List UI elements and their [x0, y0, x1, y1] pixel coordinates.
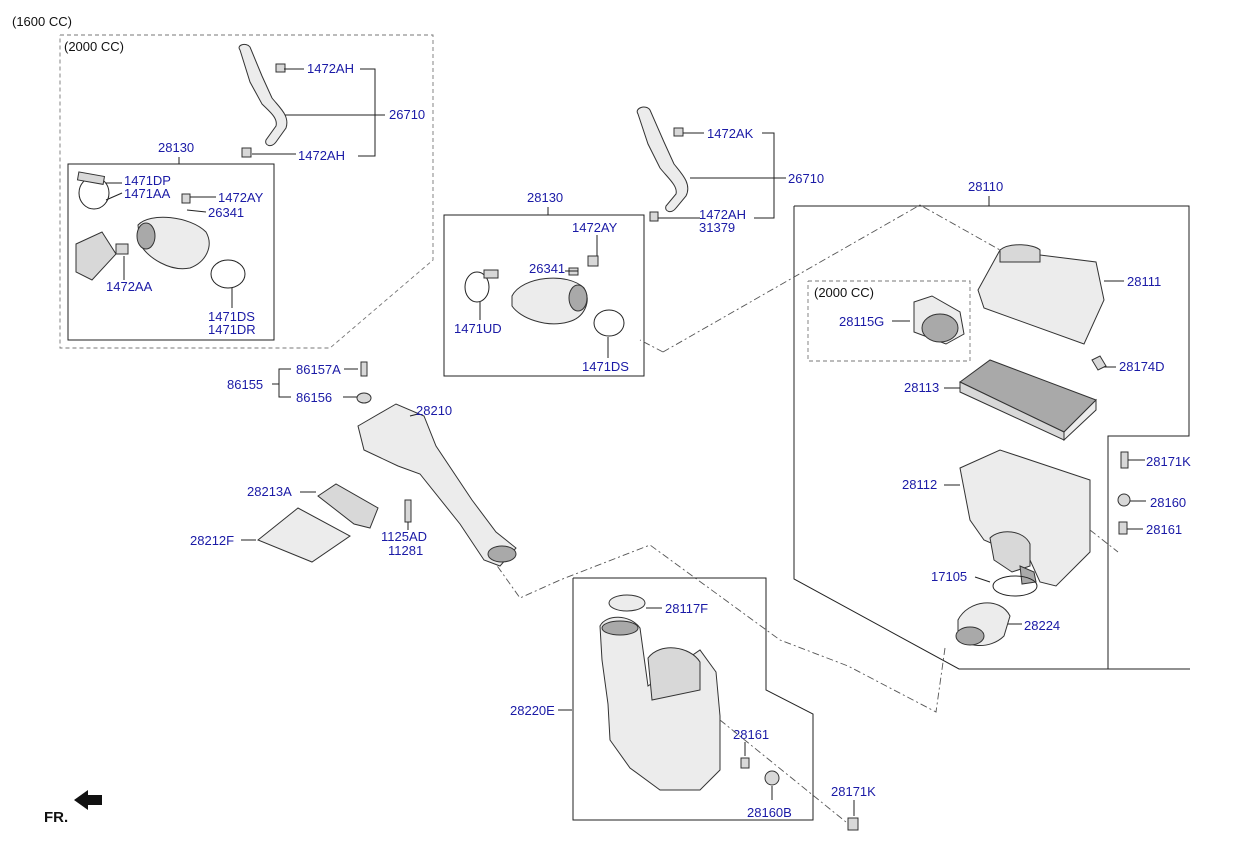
- front-direction-label: FR.: [44, 809, 68, 826]
- label-1471DR: 1471DR: [208, 322, 256, 337]
- label-28112: 28112: [902, 477, 937, 492]
- variant-2000cc-label: (2000 CC): [64, 39, 124, 54]
- intake-duct-28210: [357, 403, 517, 567]
- bolt-28171K-b: [847, 817, 859, 831]
- label-28171K-a: 28171K: [1146, 454, 1191, 469]
- label-1472AK: 1472AK: [707, 126, 754, 141]
- label-1472AH-b: 1472AH: [298, 148, 345, 163]
- grommet-86156: [356, 392, 372, 404]
- label-28130-a: 28130: [158, 140, 194, 155]
- grommet-28160: [1117, 493, 1131, 507]
- label-1472AY-b: 1472AY: [572, 220, 618, 235]
- label-28160: 28160: [1150, 495, 1186, 510]
- label-1472AH-a: 1472AH: [307, 61, 354, 76]
- breather-hose-b: [636, 106, 689, 222]
- label-28210: 28210: [416, 403, 452, 418]
- label-1472AA: 1472AA: [106, 279, 153, 294]
- label-1471AA: 1471AA: [124, 186, 171, 201]
- label-28130-b: 28130: [527, 190, 563, 205]
- air-filter-element: [959, 359, 1097, 442]
- label-1471DP: 1471DP: [124, 173, 171, 188]
- label-28160B: 28160B: [747, 805, 792, 820]
- resonator-lower-box: [572, 577, 814, 821]
- label-28174D: 28174D: [1119, 359, 1165, 374]
- label-17105: 17105: [931, 569, 967, 584]
- clip-28174D: [1091, 355, 1107, 371]
- label-1471DS-b: 1471DS: [582, 359, 629, 374]
- variant-1600cc-label: (1600 CC): [12, 14, 72, 29]
- label-31379: 31379: [699, 220, 735, 235]
- arrow-left-icon: [74, 790, 102, 810]
- bolt-86157A: [360, 361, 368, 377]
- label-26341-b: 26341: [529, 261, 565, 276]
- label-26710-b: 26710: [788, 171, 824, 186]
- air-duct-28115G: [913, 295, 965, 345]
- label-28220E: 28220E: [510, 703, 555, 718]
- gasket-28117F: [608, 594, 646, 612]
- bushing-28161: [1118, 521, 1128, 535]
- bolt-1125AD: [404, 499, 412, 523]
- air-cleaner-box: [793, 205, 1190, 670]
- label-86156: 86156: [296, 390, 332, 405]
- label-28115G: 28115G: [839, 314, 884, 329]
- label-86157A: 86157A: [296, 362, 341, 377]
- intake-hose-28224: [955, 602, 1011, 646]
- heat-shield-28212F: [257, 507, 351, 563]
- label-1472AH-c: 1472AH: [699, 207, 746, 222]
- label-28117F: 28117F: [665, 601, 708, 616]
- label-1471UD: 1471UD: [454, 321, 502, 336]
- label-28213A: 28213A: [247, 484, 292, 499]
- variant-2000cc-box-b: [807, 280, 971, 362]
- label-28212F: 28212F: [190, 533, 234, 548]
- label-1125AD: 1125AD: [381, 529, 427, 544]
- label-28161-a: 28161: [1146, 522, 1182, 537]
- label-11281: 11281: [388, 543, 423, 558]
- oring-17105: [992, 575, 1038, 597]
- resonator-28220E: [599, 616, 721, 791]
- variant-2000cc-label-b: (2000 CC): [814, 285, 874, 300]
- air-cleaner-cover: [977, 244, 1105, 345]
- label-28113: 28113: [904, 380, 939, 395]
- label-1471DS-a: 1471DS: [208, 309, 255, 324]
- label-86155: 86155: [227, 377, 263, 392]
- resonator-box-b: [443, 214, 645, 377]
- label-26710-a: 26710: [389, 107, 425, 122]
- label-28111: 28111: [1127, 274, 1161, 289]
- variant-2000cc-box: [59, 34, 434, 349]
- label-28110: 28110: [968, 179, 1003, 194]
- bushing-28161-b: [740, 757, 750, 769]
- air-cleaner-body: [959, 449, 1091, 587]
- resonator-hose-a: [75, 171, 246, 289]
- bolt-28171K-a: [1120, 451, 1129, 469]
- label-28161-b: 28161: [733, 727, 769, 742]
- breather-hose-a: [238, 43, 288, 158]
- label-26341-a: 26341: [208, 205, 244, 220]
- resonator-box-a: [67, 163, 275, 341]
- label-1472AY-a: 1472AY: [218, 190, 264, 205]
- label-28224: 28224: [1024, 618, 1060, 633]
- bracket-28213A: [317, 483, 379, 529]
- label-28171K-b: 28171K: [831, 784, 876, 799]
- grommet-28160B: [764, 770, 780, 786]
